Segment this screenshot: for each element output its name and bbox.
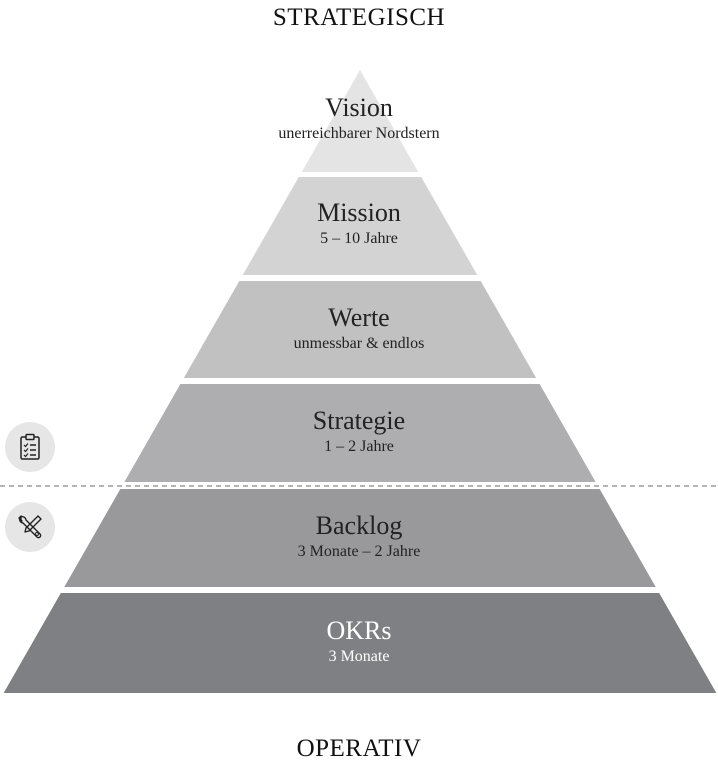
strategic-heading: STRATEGISCH <box>272 4 446 31</box>
tier-title: Backlog <box>315 511 403 540</box>
tier-title: OKRs <box>326 616 392 645</box>
tier-subtitle: 3 Monate – 2 Jahre <box>297 543 421 560</box>
clipboard-checklist-icon <box>5 422 55 472</box>
tier-werte <box>183 281 537 378</box>
tier-subtitle: 3 Monate <box>328 648 390 665</box>
tier-title: Vision <box>325 93 393 122</box>
operative-heading: OPERATIV <box>296 735 422 762</box>
tier-title: Werte <box>328 303 390 332</box>
tier-strategie <box>124 384 596 482</box>
tier-strategie-label: Strategie 1 – 2 Jahre <box>0 406 718 458</box>
tier-subtitle: unmessbar & endlos <box>293 335 425 352</box>
tier-title: Strategie <box>312 406 406 435</box>
tier-vision-label: Vision unerreichbarer Nordstern <box>0 93 718 145</box>
tier-vision <box>301 70 419 172</box>
tier-subtitle: 5 – 10 Jahre <box>320 230 398 247</box>
tier-okrs <box>3 593 717 693</box>
tier-okrs-label: OKRs 3 Monate <box>0 616 718 668</box>
tier-backlog-label: Backlog 3 Monate – 2 Jahre <box>0 511 718 563</box>
tier-subtitle: 1 – 2 Jahre <box>324 438 394 455</box>
tier-title: Mission <box>317 198 401 227</box>
tier-mission <box>242 177 478 275</box>
tier-werte-label: Werte unmessbar & endlos <box>0 303 718 355</box>
tier-mission-label: Mission 5 – 10 Jahre <box>0 198 718 250</box>
tools-icon <box>5 502 55 552</box>
tier-subtitle: unerreichbarer Nordstern <box>278 125 440 142</box>
tier-backlog <box>64 489 656 587</box>
